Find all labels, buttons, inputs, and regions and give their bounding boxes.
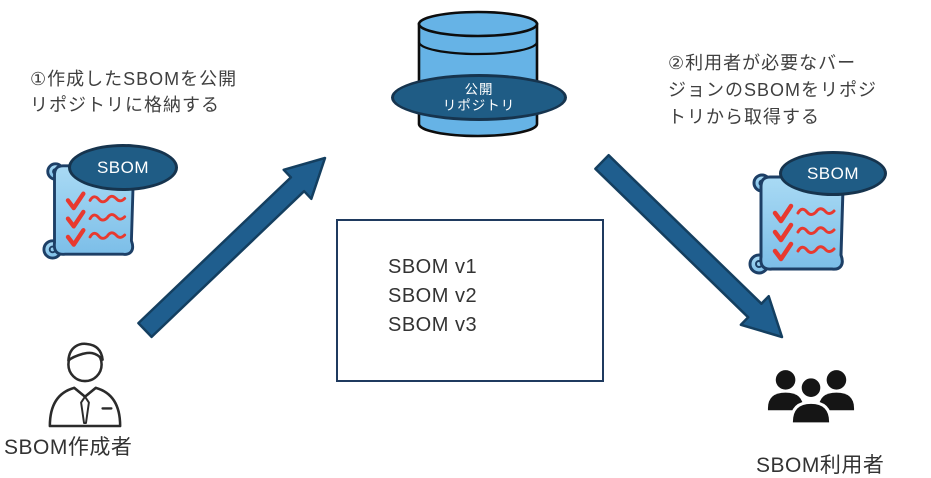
sbom-badge-label: SBOM (806, 163, 860, 183)
sbom-badge: SBOM (68, 144, 178, 191)
step1-line: リポジトリに格納する (30, 95, 220, 115)
store-arrow (137, 156, 327, 339)
version-item: SBOM v1 (388, 256, 478, 278)
step2-line: ジョンのSBOMをリポジ (668, 80, 878, 100)
creator-label: SBOM作成者 (4, 436, 133, 459)
checklist-row (772, 222, 836, 243)
checklist-row (772, 203, 836, 224)
sbom-document-icon (748, 173, 845, 275)
users-label: SBOM利用者 (756, 454, 885, 477)
sbom-badge: SBOM (779, 151, 887, 196)
repository-name-line: リポジトリ (442, 97, 516, 113)
step2-line: トリから取得する (668, 107, 820, 127)
version-item: SBOM v2 (388, 285, 478, 307)
sbom-badge-label: SBOM (96, 157, 150, 177)
checklist-row (772, 241, 836, 262)
retrieve-arrow (594, 153, 784, 339)
version-list-box: SBOM v1 SBOM v2 SBOM v3 (336, 219, 604, 382)
repository-badge: 公開 リポジトリ (391, 74, 567, 121)
checklist-row (65, 209, 127, 229)
step2-annotation: ②利用者が必要なバー ジョンのSBOMをリポジ トリから取得する (668, 50, 877, 131)
step1-line: ①作成したSBOMを公開 (30, 69, 238, 89)
checklist-row (65, 191, 127, 211)
version-item: SBOM v3 (388, 314, 478, 336)
checklist-row (65, 228, 127, 247)
step2-line: ②利用者が必要なバー (668, 53, 857, 73)
repository-name-line: 公開 (464, 81, 494, 97)
step1-annotation: ①作成したSBOMを公開 リポジトリに格納する (30, 66, 237, 118)
users-group-icon (767, 370, 855, 426)
creator-person-icon (48, 342, 122, 428)
